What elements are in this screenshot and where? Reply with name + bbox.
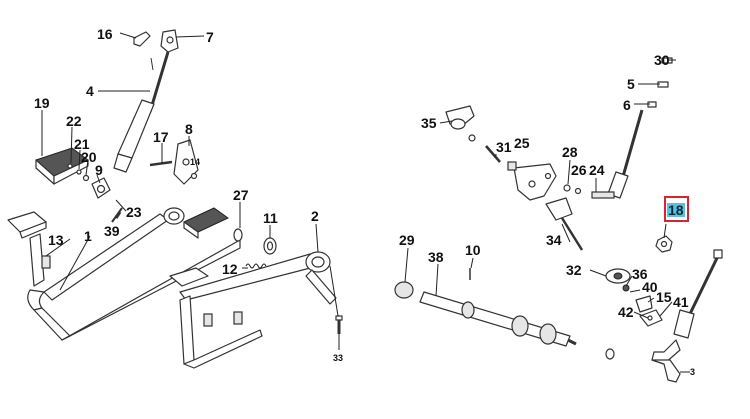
callout-13[interactable]: 13 [48, 232, 64, 248]
callout-39[interactable]: 39 [104, 223, 120, 239]
o-ring-part [233, 228, 243, 242]
callout-24[interactable]: 24 [589, 162, 605, 178]
callout-10[interactable]: 10 [465, 242, 481, 258]
callout-36[interactable]: 36 [632, 266, 648, 282]
bolt-part [545, 197, 584, 251]
callout-40[interactable]: 40 [642, 279, 658, 295]
bearing-part [605, 268, 631, 292]
brake-pedal-part [7, 211, 51, 287]
spring-part [245, 263, 267, 269]
cap-part [394, 281, 414, 299]
callout-20[interactable]: 20 [81, 149, 97, 165]
shift-lever-part [169, 251, 337, 369]
callout-2[interactable]: 2 [311, 208, 319, 224]
callout-34[interactable]: 34 [546, 232, 562, 248]
foot-peg-part [183, 207, 229, 239]
callout-11[interactable]: 11 [263, 210, 278, 226]
callout-28[interactable]: 28 [562, 144, 578, 160]
cap-part [445, 105, 476, 142]
clip-part [133, 31, 151, 47]
washer-part [263, 237, 277, 255]
pin-part [485, 145, 501, 163]
small-washer-part [76, 169, 82, 175]
callout-27[interactable]: 27 [233, 187, 249, 203]
bolt-part [111, 207, 123, 223]
shaft-part [419, 291, 577, 347]
callout-33[interactable]: 33 [333, 353, 344, 363]
callout-25[interactable]: 25 [514, 135, 530, 151]
leader-lines [41, 32, 690, 373]
callout-26[interactable]: 26 [571, 162, 587, 178]
callout-8[interactable]: 8 [185, 121, 193, 137]
o-ring-part [605, 348, 615, 360]
callout-17[interactable]: 17 [153, 129, 169, 145]
small-washer-part [67, 163, 73, 169]
callout-21[interactable]: 21 [74, 136, 90, 152]
callout-12[interactable]: 12 [222, 261, 238, 277]
callout-19[interactable]: 19 [34, 95, 50, 111]
callout-18[interactable]: 18 [667, 202, 685, 218]
small-washer-part [82, 174, 90, 182]
callout-14[interactable]: 14 [190, 157, 201, 167]
shift-rod-part [113, 51, 170, 173]
callout-6[interactable]: 6 [623, 97, 631, 113]
callout-42[interactable]: 42 [618, 304, 634, 320]
callout-4[interactable]: 4 [86, 83, 94, 99]
callout-38[interactable]: 38 [428, 249, 444, 265]
small-washer-part [563, 184, 571, 192]
callout-32[interactable]: 32 [566, 262, 582, 278]
shift-lever-part [651, 249, 723, 383]
callout-5[interactable]: 5 [627, 76, 635, 92]
callout-31[interactable]: 31 [496, 139, 512, 155]
highlight-box [664, 196, 689, 222]
callout-35[interactable]: 35 [421, 115, 437, 131]
bracket-part [91, 177, 111, 199]
pin-part [149, 160, 173, 167]
callout-1[interactable]: 1 [84, 228, 92, 244]
callout-7[interactable]: 7 [206, 29, 214, 45]
callout-16[interactable]: 16 [97, 26, 113, 42]
callout-29[interactable]: 29 [399, 232, 415, 248]
bolt-part [335, 315, 343, 334]
callout-15[interactable]: 15 [656, 289, 672, 305]
callout-41[interactable]: 41 [673, 294, 689, 310]
nut-part [655, 235, 673, 253]
callout-30[interactable]: 30 [654, 52, 670, 68]
main-frame-part [27, 207, 241, 341]
callout-23[interactable]: 23 [126, 204, 142, 220]
rod-part [591, 109, 644, 199]
small-bracket-part [635, 295, 663, 327]
clevis-part [160, 29, 179, 53]
callout-22[interactable]: 22 [66, 113, 82, 129]
pivot-bracket-part [173, 139, 199, 185]
small-washer-part [574, 187, 582, 195]
bracket-part [507, 161, 557, 201]
callout-3[interactable]: 3 [690, 367, 696, 377]
callout-9[interactable]: 9 [95, 162, 103, 178]
